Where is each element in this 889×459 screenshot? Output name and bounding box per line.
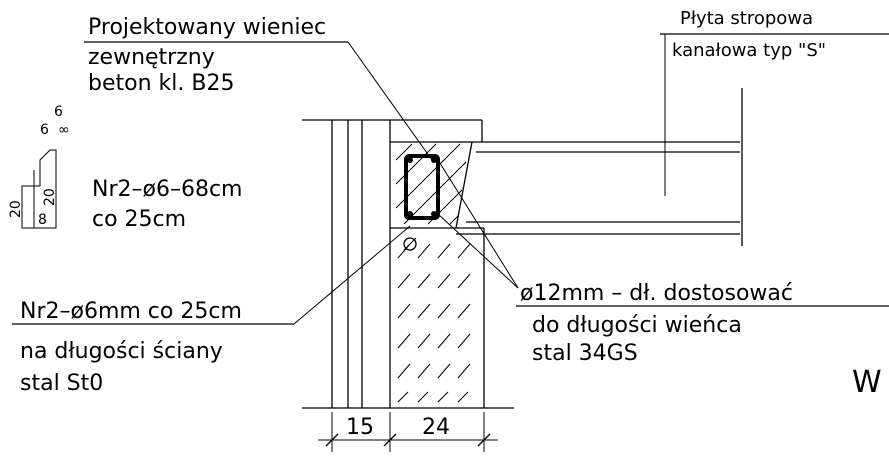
ring-beam-slanted-edge (455, 141, 473, 229)
plyta-label-line2: kanałowa typ "S" (672, 40, 826, 61)
bar-bottom-right (431, 211, 437, 217)
bar-top-left (407, 157, 413, 163)
stirrup-outline (21, 149, 57, 229)
nr2-spec-line2: na długości ściany (20, 339, 223, 364)
wieniec-label-line1: Projektowany wieniec (88, 15, 326, 40)
stirrup-spec-line1: Nr2–ø6–68cm (92, 177, 242, 202)
wieniec-leader-line (347, 41, 433, 161)
stirrup-dim-side-outer: 20 (8, 200, 24, 218)
stirrup-shape-sketch: 6 6 ∞ 20 20 8 (8, 104, 70, 229)
stirrup-dim-left: 6 (40, 122, 49, 138)
nr2-spec-line3: stal St0 (20, 371, 103, 396)
stirrup-dim-top: 6 (54, 104, 63, 120)
stirrup-dim-side-inner: 20 (42, 188, 58, 206)
nr2-leader-line (293, 225, 411, 325)
dimension-label-24: 24 (422, 415, 450, 440)
bar-leader-line-1 (437, 159, 519, 289)
dimension-line: 15 24 (318, 412, 498, 452)
masonry-hatching (397, 243, 471, 403)
reinforcement-cage (404, 154, 440, 220)
hollow-core-slab (456, 88, 743, 246)
bar-spec-line3: stal 34GS (532, 341, 638, 366)
bar-bottom-left (407, 211, 413, 217)
anchor-bar-symbol (403, 237, 417, 251)
stirrup-hook-symbol: ∞ (58, 122, 70, 138)
plyta-label-line1: Płyta stropowa (680, 8, 813, 29)
bar-spec-line2: do długości wieńca (532, 313, 742, 338)
bar-top-right (431, 157, 437, 163)
wieniec-label-line2: zewnętrzny (88, 45, 215, 70)
bar-leader-line-2 (437, 213, 519, 289)
stirrup-spec-line2: co 25cm (92, 207, 186, 232)
stirrup-dim-bottom: 8 (38, 212, 47, 228)
nr2-spec-line1: Nr2–ø6mm co 25cm (20, 299, 242, 324)
wall-structure (302, 119, 514, 409)
bar-spec-line1: ø12mm – dł. dostosować (520, 281, 793, 306)
wieniec-label-line3: beton kl. B25 (88, 71, 234, 96)
stirrup (404, 154, 440, 220)
section-mark: W (852, 365, 882, 400)
dimension-label-15: 15 (346, 415, 374, 440)
